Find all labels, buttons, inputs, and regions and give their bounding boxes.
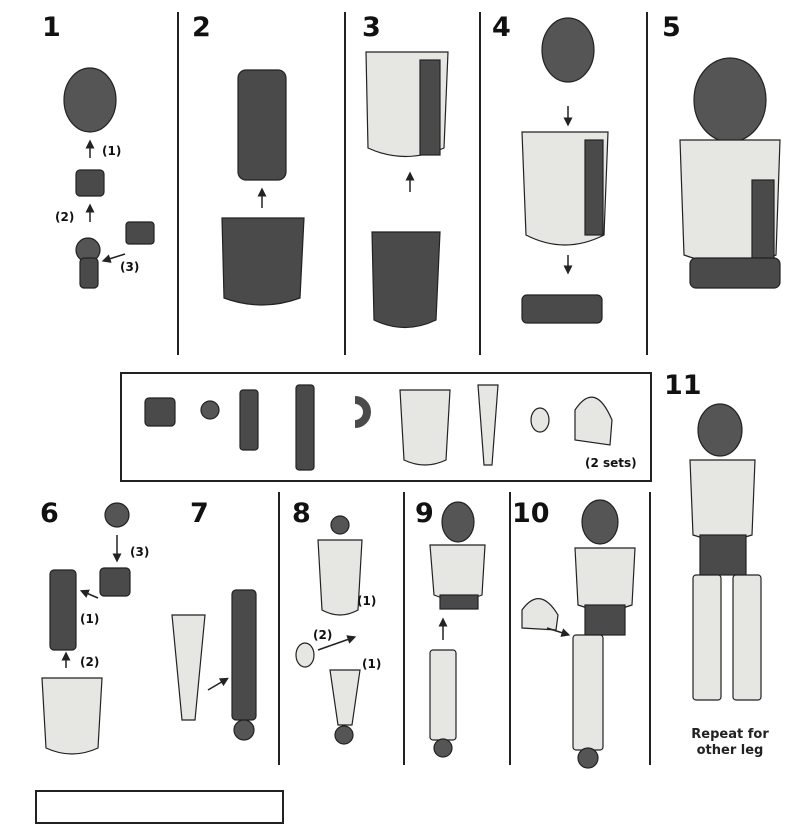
callout-step1-3: (3)	[120, 260, 140, 274]
torso-lower-part	[371, 231, 441, 329]
step-number-2: 2	[192, 12, 211, 43]
parts-sets-note: (2 sets)	[585, 456, 637, 470]
step-number-10: 10	[512, 498, 550, 529]
hip-cap-part	[521, 598, 559, 631]
divider	[177, 12, 179, 355]
hip-part	[521, 294, 603, 324]
parts-list-box	[120, 372, 652, 482]
part-small-cap	[530, 407, 550, 433]
part-shaft-short	[239, 389, 259, 451]
neck-frame-part	[237, 69, 287, 181]
callout-step1-2: (2)	[55, 210, 75, 224]
step-number-9: 9	[415, 498, 434, 529]
part-shell	[399, 389, 451, 466]
head-part	[693, 57, 767, 143]
assembly-illustrations	[41, 17, 781, 769]
step-number-8: 8	[292, 498, 311, 529]
head-part	[541, 17, 595, 83]
arrows	[61, 106, 573, 691]
step-number-6: 6	[40, 498, 59, 529]
ball-part	[104, 502, 130, 528]
thigh-part	[329, 669, 361, 726]
hip-part	[689, 257, 781, 289]
left-leg	[692, 574, 722, 701]
callout-step1-1: (1)	[102, 144, 122, 158]
step-number-1: 1	[42, 12, 61, 43]
thigh-part	[171, 614, 206, 721]
step-number-3: 3	[362, 12, 381, 43]
torso-lower-part	[221, 217, 305, 306]
callout-step8-1b: (1)	[362, 657, 382, 671]
shaft-part	[231, 589, 257, 721]
part-ball	[200, 400, 220, 420]
torso-part	[429, 544, 486, 601]
callout-step8-1a: (1)	[357, 594, 377, 608]
callout-step6-1: (1)	[80, 612, 100, 626]
step-number-5: 5	[662, 12, 681, 43]
divider	[509, 492, 511, 765]
cap-part	[295, 642, 315, 668]
leg-part	[572, 634, 604, 751]
step-number-7: 7	[190, 498, 209, 529]
torso-part	[574, 547, 636, 611]
divider	[646, 12, 648, 355]
step-number-4: 4	[492, 12, 511, 43]
divider	[649, 492, 651, 765]
leg-part	[429, 649, 457, 741]
connector-part	[79, 257, 99, 289]
callout-step6-2: (2)	[80, 655, 100, 669]
part-thigh	[477, 384, 499, 466]
divider	[278, 492, 280, 765]
head-part	[697, 403, 743, 457]
clip-part	[75, 169, 105, 197]
shell-part	[317, 539, 363, 616]
repeat-note: Repeat for other leg	[680, 727, 780, 759]
part-hip-cap	[574, 396, 613, 446]
part-shaft-long	[295, 384, 315, 471]
part-c-clip	[354, 396, 371, 428]
shell-part	[41, 677, 103, 755]
callout-step8-2: (2)	[313, 628, 333, 642]
head-part	[63, 67, 117, 133]
right-leg	[732, 574, 762, 701]
callout-step6-3: (3)	[130, 545, 150, 559]
step-number-11: 11	[664, 370, 702, 401]
clip-part	[125, 221, 155, 245]
head-part	[581, 499, 619, 545]
torso-part	[689, 459, 756, 541]
head-part	[441, 501, 475, 543]
part-clip	[144, 397, 176, 427]
clip-part	[99, 567, 131, 597]
repeat-note-line2: other leg	[696, 743, 764, 758]
repeat-note-line1: Repeat for	[691, 727, 769, 742]
shaft-part	[49, 569, 77, 651]
divider	[479, 12, 481, 355]
divider	[344, 12, 346, 355]
divider	[403, 492, 405, 765]
